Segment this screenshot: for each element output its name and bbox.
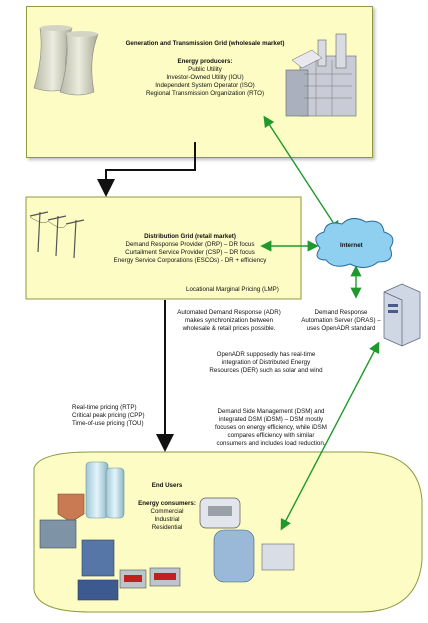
openadr-note-line: Resources (DER) such as solar and wind: [209, 367, 323, 374]
pricing-line: Critical peak pricing (CPP): [72, 412, 145, 419]
dsm-note-line: compares efficiency with similar: [227, 432, 315, 439]
openadr-note-line: OpenADR supposedly has real-time: [216, 351, 316, 358]
consumer-item: Residential: [151, 524, 183, 531]
producers-heading: Energy producers:: [177, 58, 233, 65]
provider-item: Demand Response Provider (DRP) – DR focu…: [125, 241, 255, 248]
adr-note-line: Automated Demand Response (ADR): [177, 309, 281, 316]
dsm-note-line: focuses on energy efficiency, while iDSM: [215, 424, 327, 431]
cooling-towers-icon: [33, 25, 99, 96]
machinery-icon: [39, 519, 295, 601]
dras-line: uses OpenADR standard: [306, 325, 376, 332]
internet-gen-arrow: [263, 115, 340, 233]
consumer-item: Commercial: [150, 508, 184, 515]
provider-item: Curtailment Service Provider (CSP) – DR …: [125, 249, 255, 256]
producer-item: Regional Transmission Organization (RTO): [145, 90, 265, 97]
pricing-line: Real-time pricing (RTP): [72, 404, 137, 411]
dsm-note-line: integrated DSM (iDSM) – DSM mostly: [218, 416, 324, 423]
dsm-note-line: consumers and includes load reduction.: [216, 440, 326, 447]
openadr-note-line: integration of Distributed Energy: [221, 359, 311, 366]
meter-icon: [119, 497, 241, 589]
internet-label: Internet: [340, 242, 363, 249]
dras-users-arrow: [280, 341, 380, 531]
dras-line: Demand Response: [314, 309, 368, 316]
end-users-title: End Users: [151, 482, 183, 489]
distribution-title: Distribution Grid (retail market): [144, 233, 236, 240]
server-icon: [383, 283, 421, 347]
adr-note-line: wholesale & retail prices possible.: [182, 325, 276, 332]
consumer-item: Industrial: [154, 516, 180, 523]
pricing-line: Time-of-use pricing (TOU): [72, 420, 144, 427]
provider-item: Energy Service Corporations (ESCOs) - DR…: [113, 257, 267, 264]
power-plant-icon: [285, 33, 357, 117]
distribution-grid-box: [25, 196, 302, 300]
dras-line: Automation Server (DRAS) –: [301, 317, 381, 324]
producer-item: Public Utility: [188, 66, 222, 73]
generation-title: Generation and Transmission Grid (wholes…: [125, 40, 285, 47]
silo-icon: [57, 461, 125, 523]
lmp-label: Locational Marginal Pricing (LMP): [186, 286, 279, 293]
producer-item: Investor-Owned Utility (IOU): [166, 74, 244, 81]
consumers-heading: Energy consumers:: [138, 500, 196, 507]
adr-note-line: makes synchronization between: [184, 317, 274, 324]
power-poles-icon: [29, 211, 85, 259]
cloud-icon: [315, 218, 394, 268]
dsm-note-line: Demand Side Management (DSM) and: [217, 408, 325, 415]
producer-item: Independent System Operator (ISO): [155, 82, 255, 89]
gen-to-dist-arrow: [97, 142, 196, 197]
